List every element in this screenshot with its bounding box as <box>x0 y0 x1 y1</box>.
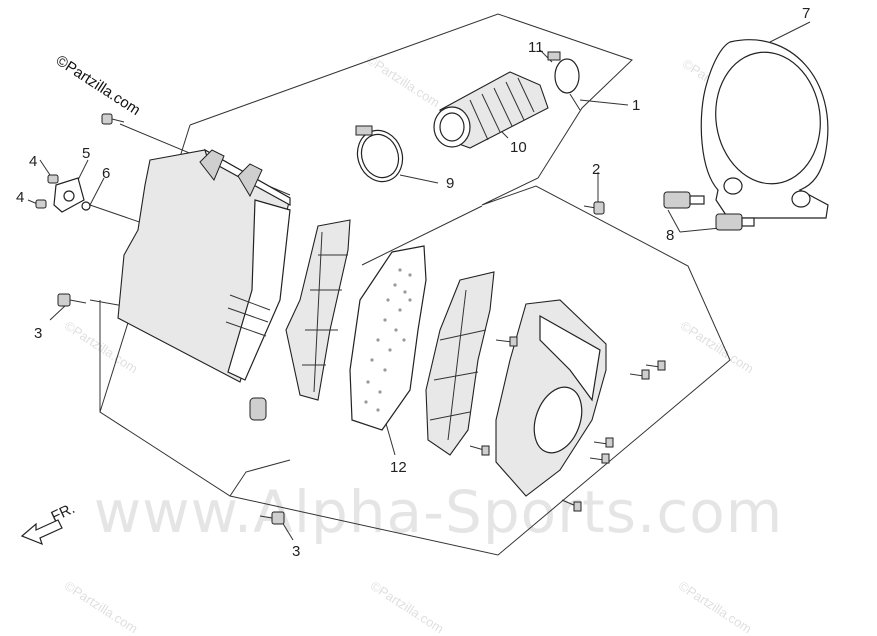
callout-9: 9 <box>446 175 454 192</box>
bolt-part-8 <box>663 191 755 231</box>
callout-labels: 1 2 3 3 4 4 5 6 7 8 9 10 11 12 <box>16 5 810 560</box>
callout-4: 4 <box>29 153 37 170</box>
callout-4: 4 <box>16 189 24 206</box>
callout-11: 11 <box>528 39 544 56</box>
forward-direction-arrow: FR. <box>20 500 78 546</box>
gasket-ring-part-7 <box>700 39 829 219</box>
fitting-parts-4-5-6 <box>35 174 91 213</box>
top-left-screw <box>101 113 125 125</box>
exploded-parts-diagram: FR. 1 2 3 3 4 4 5 6 7 8 9 10 11 12 <box>16 5 829 560</box>
callout-10: 10 <box>510 139 527 156</box>
callout-3: 3 <box>34 325 42 342</box>
callout-6: 6 <box>102 165 110 182</box>
callout-3: 3 <box>292 543 300 560</box>
alpha-sports-watermark: www.Alpha-Sports.com <box>93 478 784 546</box>
hose-clamp-part-11 <box>547 51 580 94</box>
callout-7: 7 <box>802 5 810 22</box>
callout-5: 5 <box>82 145 90 162</box>
callout-12: 12 <box>390 459 407 476</box>
filter-frame <box>285 219 351 401</box>
filter-element-part-12 <box>349 245 427 431</box>
callout-2: 2 <box>592 161 600 178</box>
drain-plug <box>249 397 267 421</box>
direction-label: FR. <box>49 500 78 526</box>
housing-screws <box>469 336 666 512</box>
air-box-housing <box>117 148 291 383</box>
rear-housing <box>495 299 607 497</box>
bolt-part-2 <box>583 201 605 215</box>
filter-frame-rear <box>425 271 495 456</box>
hose-clamp-part-9 <box>355 125 404 183</box>
intake-boot-part-10 <box>433 71 549 149</box>
assembly-outline <box>99 13 731 556</box>
callout-8: 8 <box>666 227 674 244</box>
bolt-part-3-left <box>57 293 87 307</box>
bolt-part-3-bottom <box>259 511 285 525</box>
callout-1: 1 <box>632 97 640 114</box>
